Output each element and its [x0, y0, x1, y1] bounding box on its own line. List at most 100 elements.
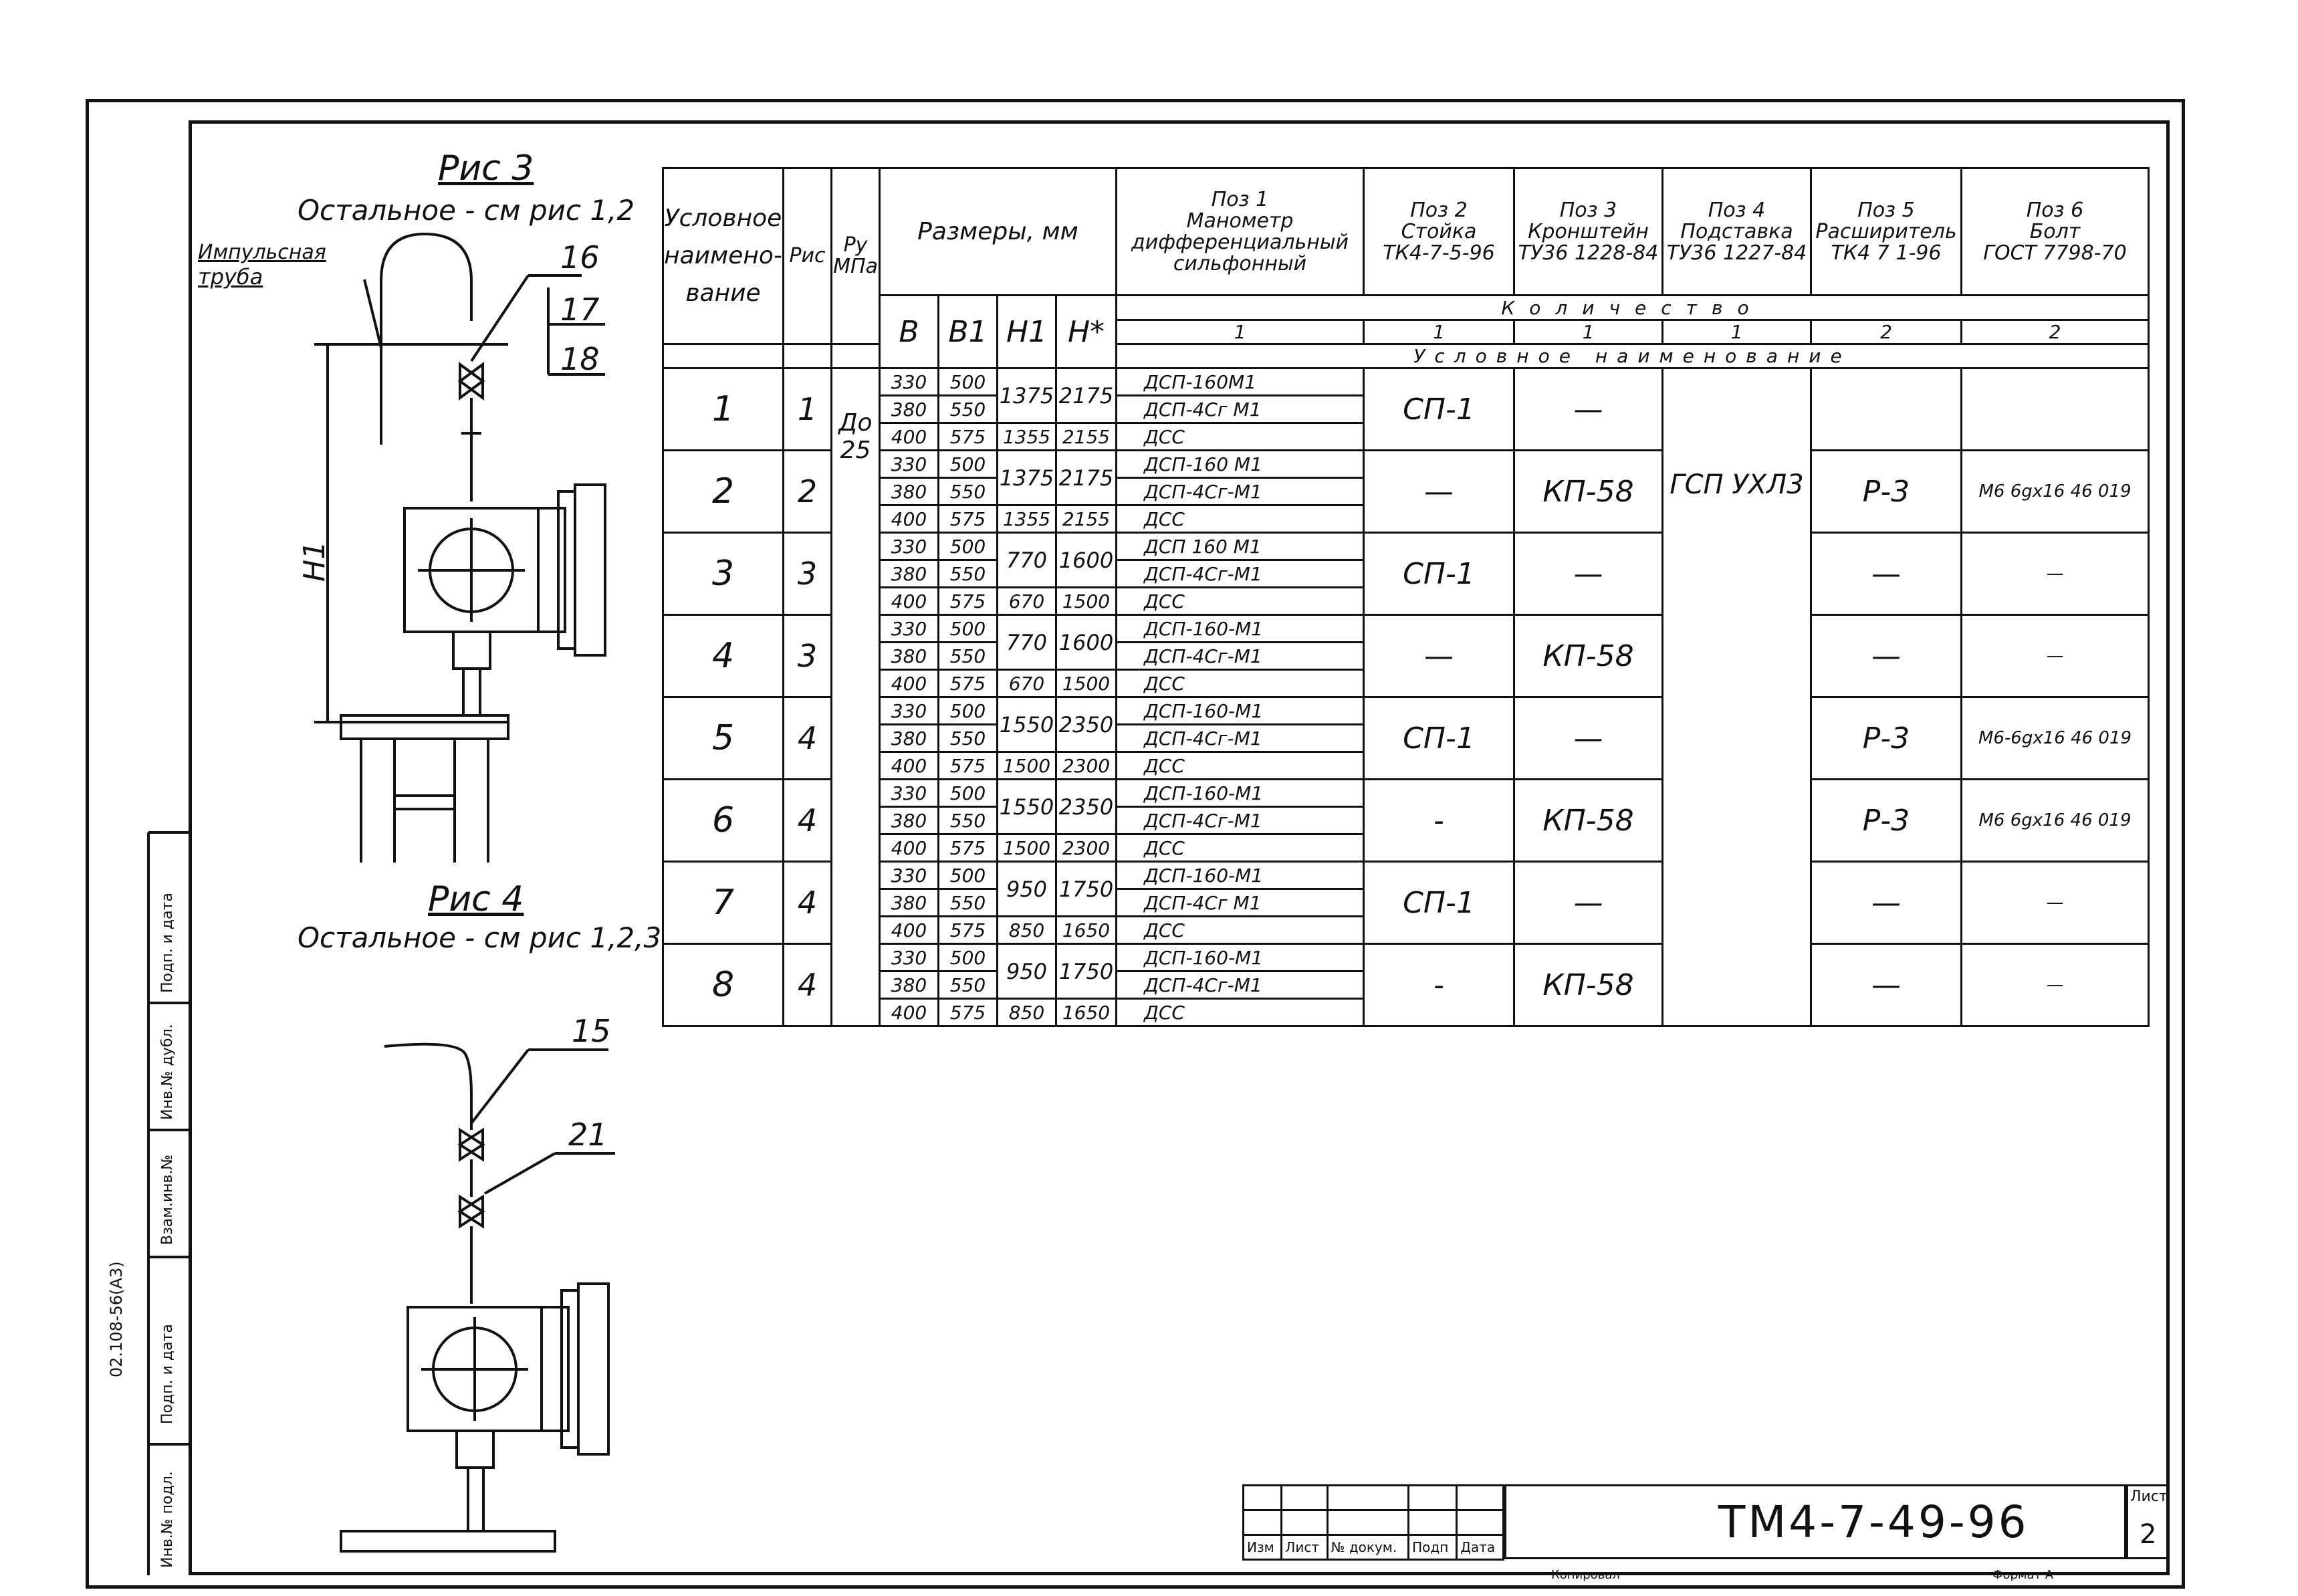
- pos6-value: —: [1960, 943, 2150, 1027]
- cell-h1: 950: [996, 943, 1057, 1000]
- header-pos1-line: дифференциальный: [1131, 230, 1349, 254]
- cell-h: 1600: [1055, 532, 1117, 588]
- device-name: ДСС: [1115, 998, 1365, 1027]
- cell-b1: 575: [937, 586, 998, 616]
- side-cell-sign-date-1: Подп. и дата: [159, 1324, 176, 1424]
- header-pos4-line: Подставка: [1680, 219, 1793, 243]
- row-number: 5: [662, 696, 784, 780]
- cell-b: 380: [879, 970, 939, 1000]
- pos3-value: КП-58: [1513, 778, 1663, 863]
- device-name: ДСП 160 М1: [1115, 532, 1365, 561]
- header-pos4-line: ТУ36 1227-84: [1666, 241, 1807, 265]
- pos5-value: —: [1810, 861, 1962, 945]
- stamp-col-change: Изм: [1242, 1534, 1283, 1561]
- header-pos2-line: Поз 2: [1410, 198, 1468, 222]
- cell-h: 2175: [1055, 367, 1117, 424]
- header-pos3-line: Кронштейн: [1528, 219, 1649, 243]
- sheet-label: Лист: [2130, 1488, 2168, 1505]
- pos3-value: КП-58: [1513, 614, 1663, 698]
- pos6-value: —: [1960, 614, 2150, 698]
- cell-b: 400: [879, 915, 939, 945]
- cell-b: 380: [879, 477, 939, 506]
- pos4-value: ГСП УХЛ3: [1661, 367, 1812, 1027]
- device-name: ДСП-160 М1: [1115, 449, 1365, 479]
- cell-h1: 670: [996, 586, 1057, 616]
- pos2-value: СП-1: [1363, 696, 1515, 780]
- header-pos1-line: сильфонный: [1173, 251, 1307, 275]
- cell-b: 330: [879, 861, 939, 890]
- cell-h: 1500: [1055, 669, 1117, 698]
- pos2-value: -: [1363, 943, 1515, 1027]
- pos6-value: —: [1960, 861, 2150, 945]
- device-name: ДСС: [1115, 915, 1365, 945]
- pos2-value: -: [1363, 778, 1515, 863]
- sheet-number: 2: [2140, 1519, 2157, 1550]
- header-pos2-line: ТК4-7-5-96: [1383, 241, 1495, 265]
- cell-b1: 575: [937, 422, 998, 451]
- blank-cell: [830, 343, 881, 369]
- cell-b1: 575: [937, 833, 998, 863]
- h1-dimension-label: H1: [298, 540, 332, 582]
- header-h_h1: H1: [996, 294, 1057, 369]
- cell-h1: 1500: [996, 833, 1057, 863]
- pos6-value: [1960, 367, 2150, 451]
- side-cell-inv-dupl: Инв.№ дубл.: [159, 1024, 176, 1120]
- row-ris: 4: [782, 696, 832, 780]
- cell-h: 1600: [1055, 614, 1117, 671]
- device-name: ДСП-4Сг М1: [1115, 888, 1365, 917]
- cell-b: 380: [879, 641, 939, 671]
- header-pos6-line: ГОСТ 7798-70: [1983, 241, 2127, 265]
- cell-h: 2300: [1055, 833, 1117, 863]
- header-pos6-line: Болт: [2029, 219, 2081, 243]
- header-pos5-line: Расширитель: [1815, 219, 1957, 243]
- header-pos3-line: Поз 3: [1559, 198, 1617, 222]
- cell-h1: 950: [996, 861, 1057, 917]
- quantity-value: 2: [1960, 319, 2150, 345]
- cell-b1: 550: [937, 806, 998, 835]
- title-block-stamp: Изм Лист № докум. Подп Дата: [1242, 1484, 1504, 1561]
- cell-h: 2350: [1055, 778, 1117, 835]
- device-name: ДСП-4Сг-М1: [1115, 559, 1365, 588]
- cell-b1: 500: [937, 778, 998, 808]
- pos2-value: СП-1: [1363, 861, 1515, 945]
- cell-h1: 850: [996, 915, 1057, 945]
- fig4-drawing: [340, 1042, 615, 1553]
- row-number: 7: [662, 861, 784, 945]
- device-name: ДСП-160-М1: [1115, 861, 1365, 890]
- cell-h: 1750: [1055, 943, 1117, 1000]
- row-ris: 4: [782, 943, 832, 1027]
- header-ru-line: МПа: [833, 255, 878, 278]
- row-number: 6: [662, 778, 784, 863]
- device-name: ДСС: [1115, 751, 1365, 780]
- header-pos6-line: Поз 6: [2026, 198, 2084, 222]
- pos2-value: СП-1: [1363, 532, 1515, 616]
- position-18: 18: [560, 341, 600, 377]
- cell-h: 2155: [1055, 504, 1117, 534]
- cell-h1: 1550: [996, 696, 1057, 753]
- device-name: ДСП-160М1: [1115, 367, 1365, 396]
- cell-h1: 1375: [996, 367, 1057, 424]
- device-name: ДСС: [1115, 669, 1365, 698]
- device-name: ДСС: [1115, 586, 1365, 616]
- stamp-col-docno: № докум.: [1326, 1534, 1410, 1561]
- blank-cell: [662, 343, 784, 369]
- header-ru-line: Ру: [843, 233, 868, 257]
- header-h_b1: B1: [937, 294, 998, 369]
- cell-b1: 575: [937, 998, 998, 1027]
- row-number: 8: [662, 943, 784, 1027]
- cell-b1: 500: [937, 449, 998, 479]
- row-ris: 4: [782, 861, 832, 945]
- row-number: 1: [662, 367, 784, 451]
- impulse-tube-label-2: труба: [198, 264, 263, 290]
- fig3-title: Рис 3: [438, 148, 534, 189]
